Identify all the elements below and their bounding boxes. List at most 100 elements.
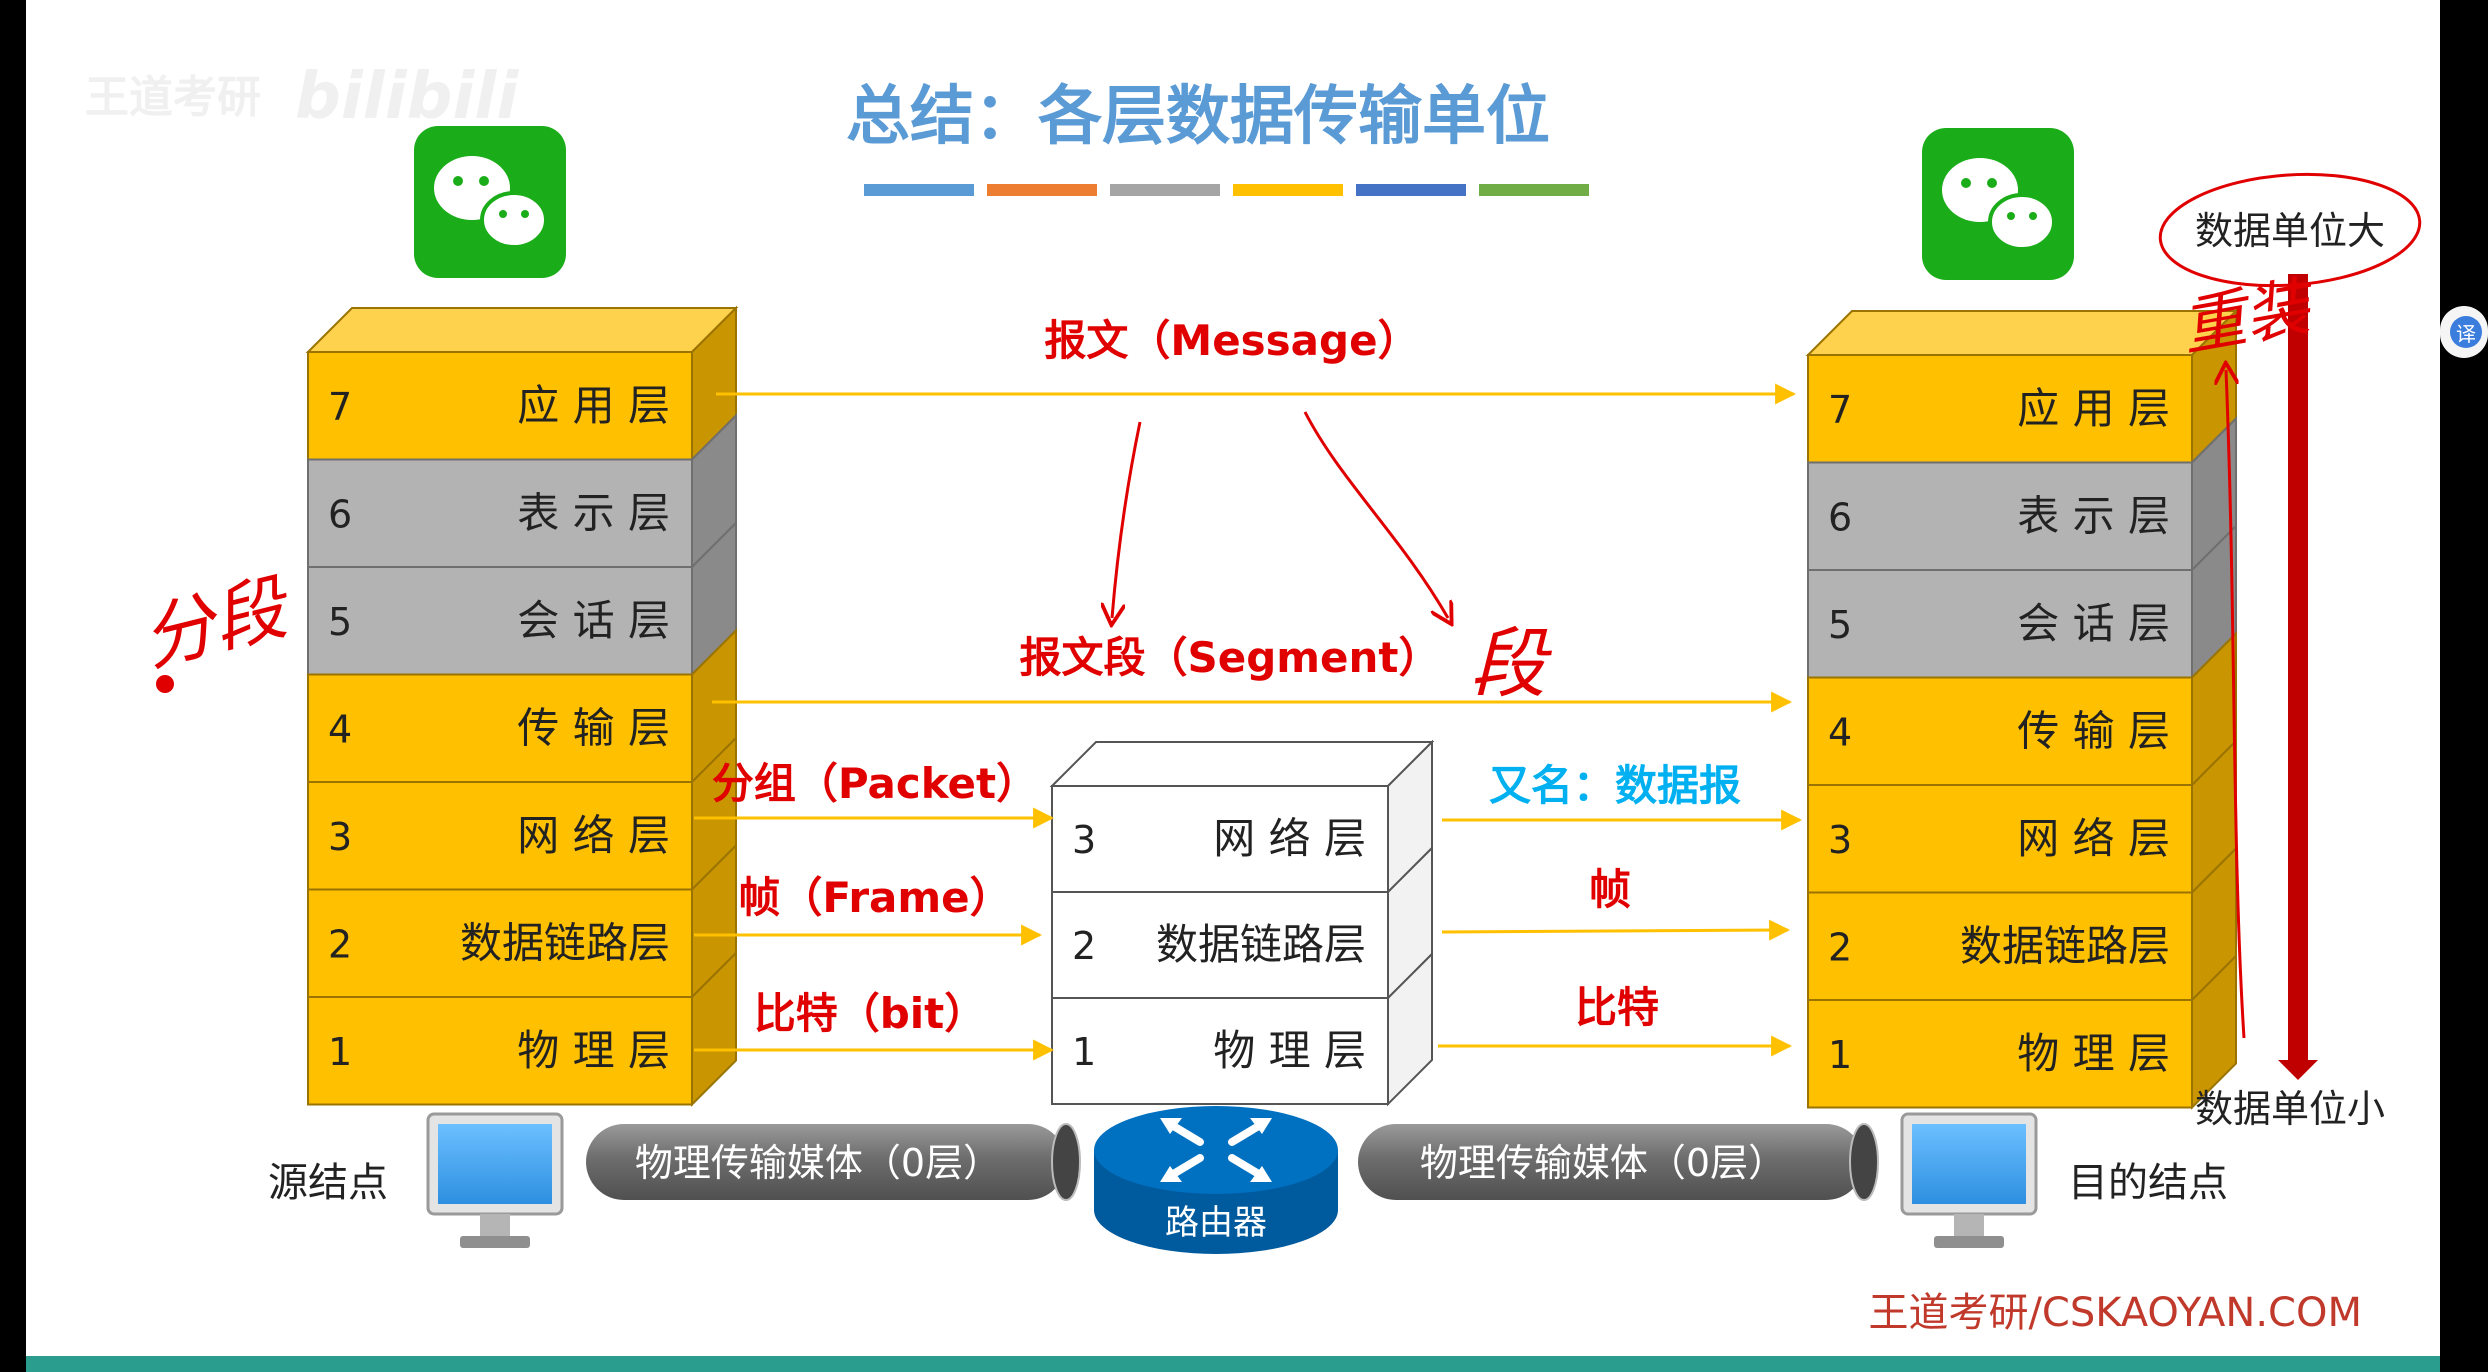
destination-layer-3-number: 3 bbox=[1828, 818, 1852, 862]
destination-layer-5 bbox=[1807, 569, 2193, 679]
unit-frame-right-label: 帧 bbox=[1589, 865, 1631, 914]
annotation-arrow-down-right bbox=[1303, 411, 1448, 618]
destination-layer-6-number: 6 bbox=[1828, 495, 1852, 539]
title-color-bar bbox=[1233, 184, 1343, 196]
destination-layer-3 bbox=[1807, 784, 2193, 894]
annotation-circle bbox=[2158, 172, 2422, 288]
router-layer-stack: 3 网 络 层 2 数据链路层 1 物 理 层 bbox=[1049, 739, 1435, 1107]
destination-layer-7-number: 7 bbox=[1828, 388, 1852, 432]
router-layer-1-number: 1 bbox=[1072, 1030, 1096, 1074]
title-color-bars bbox=[864, 184, 1589, 196]
destination-top-face bbox=[1805, 310, 2239, 356]
watermark-text: 王道考研 bbox=[85, 72, 261, 123]
destination-node-label: 目的结点 bbox=[2068, 1160, 2228, 1206]
destination-osi-stack: 7 应 用 层 6 表 示 层 5 会 话 层 4 传 输 层 3 网 络 层 2 数据链路层 1 物 理… bbox=[1805, 308, 2239, 1110]
destination-layer-4 bbox=[1807, 676, 2193, 786]
source-layer-2 bbox=[307, 888, 693, 998]
destination-layer-4-number: 4 bbox=[1828, 710, 1852, 754]
source-layer-1 bbox=[307, 996, 693, 1106]
wechat-icon-right bbox=[1922, 128, 2074, 280]
source-layer-1-number: 1 bbox=[328, 1030, 352, 1074]
source-layer-5-number: 5 bbox=[328, 600, 352, 644]
medium-pipe-right bbox=[1358, 1123, 1879, 1201]
router-top-face bbox=[1049, 741, 1435, 787]
source-layer-7-number: 7 bbox=[328, 385, 352, 429]
source-layer-2-number: 2 bbox=[328, 922, 352, 966]
router-layer-3 bbox=[1051, 785, 1389, 893]
destination-layer-6 bbox=[1807, 461, 2193, 571]
watermark-brand: bilibili bbox=[295, 60, 519, 134]
router-layer-3-number: 3 bbox=[1072, 818, 1096, 862]
unit-bit-label: 比特（bit） bbox=[754, 989, 987, 1038]
annotation-segment: 段 bbox=[1470, 619, 1552, 708]
destination-layer-5-number: 5 bbox=[1828, 603, 1852, 647]
unit-segment-label: 报文段（Segment） bbox=[1019, 633, 1440, 682]
destination-layer-1-number: 1 bbox=[1828, 1033, 1852, 1077]
source-node-label: 源结点 bbox=[268, 1160, 388, 1206]
source-layer-3-name: 网 络 层 bbox=[517, 811, 670, 860]
destination-layer-2-name: 数据链路层 bbox=[1960, 921, 2170, 970]
page-title: 总结：各层数据传输单位 bbox=[846, 80, 1550, 154]
router-layer-2-name: 数据链路层 bbox=[1156, 920, 1366, 969]
source-computer-icon bbox=[426, 1112, 564, 1248]
destination-layer-7-name: 应 用 层 bbox=[2017, 384, 2170, 433]
destination-layer-1 bbox=[1807, 999, 2193, 1109]
destination-layer-2-number: 2 bbox=[1828, 925, 1852, 969]
source-layer-6-name: 表 示 层 bbox=[517, 488, 670, 537]
router-label: 路由器 bbox=[1165, 1203, 1267, 1243]
source-layer-4 bbox=[307, 673, 693, 783]
title-color-bar bbox=[1356, 184, 1466, 196]
slide-bottom-bar bbox=[26, 1356, 2440, 1372]
destination-layer-3-name: 网 络 层 bbox=[2017, 814, 2170, 863]
destination-computer-icon bbox=[1900, 1112, 2038, 1248]
source-layer-4-number: 4 bbox=[328, 707, 352, 751]
annotation-arrow-down-left bbox=[1112, 421, 1142, 618]
wechat-icon-left bbox=[414, 126, 566, 278]
source-top-face bbox=[305, 307, 739, 353]
source-layer-7 bbox=[307, 351, 693, 461]
unit-datagram-label: 又名：数据报 bbox=[1489, 761, 1741, 810]
medium-right-label: 物理传输媒体（0层） bbox=[1420, 1141, 1786, 1185]
destination-layer-5-name: 会 话 层 bbox=[2017, 599, 2170, 648]
router-layer-1 bbox=[1051, 997, 1389, 1105]
destination-layer-6-name: 表 示 层 bbox=[2017, 491, 2170, 540]
title-color-bar bbox=[1110, 184, 1220, 196]
unit-message-label: 报文（Message） bbox=[1044, 316, 1419, 365]
unit-frame-label: 帧（Frame） bbox=[738, 873, 1011, 922]
unit-packet-label: 分组（Packet） bbox=[712, 759, 1038, 808]
annotation-dot bbox=[156, 675, 174, 693]
size-axis-arrowhead bbox=[2278, 1060, 2318, 1080]
source-layer-7-name: 应 用 层 bbox=[517, 381, 670, 430]
footer-text: 王道考研/CSKAOYAN.COM bbox=[1868, 1290, 2362, 1336]
destination-layer-2 bbox=[1807, 891, 2193, 1001]
source-osi-stack: 7 应 用 层 6 表 示 层 5 会 话 层 4 传 输 层 3 网 络 层 2 数据链路层 1 物 理… bbox=[305, 305, 739, 1107]
size-axis-bottom-label: 数据单位小 bbox=[2195, 1087, 2385, 1131]
destination-layer-1-name: 物 理 层 bbox=[2017, 1029, 2170, 1078]
medium-pipe-left bbox=[586, 1123, 1081, 1201]
size-axis-top-label: 数据单位大 bbox=[2195, 209, 2385, 253]
router-layer-2-number: 2 bbox=[1072, 924, 1096, 968]
destination-layer-7 bbox=[1807, 354, 2193, 464]
source-layer-5 bbox=[307, 566, 693, 676]
annotation-arrow-up bbox=[2226, 370, 2246, 1039]
source-layer-6-number: 6 bbox=[328, 492, 352, 536]
source-layer-5-name: 会 话 层 bbox=[517, 596, 670, 645]
source-layer-1-name: 物 理 层 bbox=[517, 1026, 670, 1075]
title-color-bar bbox=[864, 184, 974, 196]
arrow-frame-right bbox=[1441, 919, 1791, 941]
unit-bit-right-label: 比特 bbox=[1575, 983, 1659, 1032]
destination-layer-4-name: 传 输 层 bbox=[2017, 706, 2170, 755]
router-layer-1-name: 物 理 层 bbox=[1213, 1026, 1366, 1075]
source-layer-2-name: 数据链路层 bbox=[460, 918, 670, 967]
source-layer-3 bbox=[307, 781, 693, 891]
translate-button-label: 译 bbox=[2456, 322, 2476, 346]
router-layer-3-name: 网 络 层 bbox=[1213, 814, 1366, 863]
source-layer-3-number: 3 bbox=[328, 815, 352, 859]
router-icon bbox=[1094, 1106, 1338, 1254]
title-color-bar bbox=[1479, 184, 1589, 196]
medium-left-label: 物理传输媒体（0层） bbox=[635, 1141, 1001, 1185]
source-layer-4-name: 传 输 层 bbox=[517, 703, 670, 752]
translate-button[interactable]: 译 bbox=[2440, 306, 2488, 358]
